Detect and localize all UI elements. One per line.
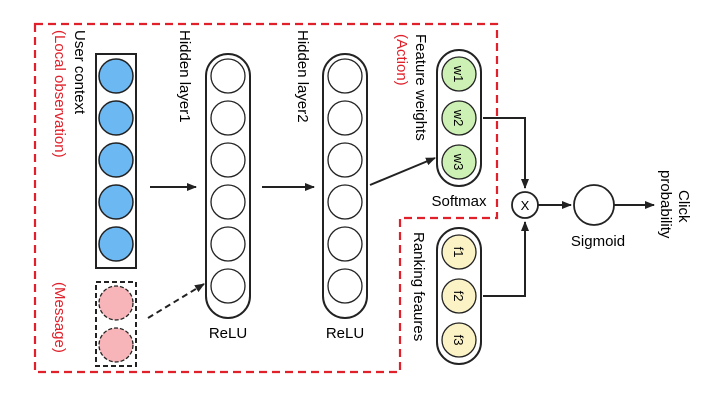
feature-node [441, 278, 477, 314]
feature-node [441, 234, 477, 270]
user-context-node [98, 58, 134, 94]
arrow-features-to-multiply [483, 221, 529, 297]
hidden1-node [210, 226, 246, 262]
message-stack [95, 281, 137, 367]
hidden1-node [210, 58, 246, 94]
message-label: (Message) [51, 282, 68, 353]
probability-label: probability [657, 170, 674, 239]
softmax-label: Softmax [431, 193, 487, 210]
sigmoid-label: Sigmoid [571, 233, 625, 250]
message-node [98, 285, 134, 321]
hidden1-node [210, 100, 246, 136]
weight-node [441, 144, 477, 180]
feature-label: f2 [451, 291, 466, 302]
hidden2-node [327, 100, 363, 136]
user-context-node [98, 184, 134, 220]
hidden2-node [327, 268, 363, 304]
hidden2-node [327, 142, 363, 178]
user-context-node [98, 226, 134, 262]
arrow-h2-to-weights [369, 157, 436, 186]
feature-weights-stack [436, 49, 482, 187]
multiply-symbol: X [521, 198, 530, 213]
hidden-layer1-stack [205, 53, 251, 319]
local-observation-label: (Local observation) [51, 30, 68, 158]
weight-node [441, 100, 477, 136]
arrow-weights-to-multiply [483, 117, 529, 189]
user-context-node [98, 100, 134, 136]
weight-node [441, 56, 477, 92]
weight-label: w2 [451, 109, 466, 127]
hidden1-node [210, 268, 246, 304]
action-label: (Action) [393, 34, 410, 86]
user-context-node [98, 142, 134, 178]
feature-weights-label: Feature weights [412, 34, 429, 141]
arrow-message-to-h1 [147, 283, 205, 319]
feature-label: f3 [451, 335, 466, 346]
weight-label: w1 [451, 65, 466, 83]
hidden2-node [327, 184, 363, 220]
weight-label: w3 [451, 153, 466, 171]
message-node [98, 327, 134, 363]
user-context-nodes [98, 58, 134, 262]
hidden-layer1-label: Hidden layer1 [176, 30, 193, 123]
hidden2-node [327, 58, 363, 94]
user-context-stack [95, 53, 137, 269]
ranking-features-stack [436, 227, 482, 365]
hidden1-node [210, 184, 246, 220]
click-label: Click [675, 190, 692, 223]
relu-label-2: ReLU [326, 325, 364, 342]
hidden2-node [327, 226, 363, 262]
user-context-label: User context [71, 30, 88, 115]
ranking-features-label: Ranking feaures [410, 232, 427, 341]
relu-label-1: ReLU [209, 325, 247, 342]
local-network-boundary [33, 22, 499, 374]
feature-label: f1 [451, 247, 466, 258]
sigmoid-node [573, 184, 615, 226]
hidden-layer2-nodes [327, 58, 363, 304]
hidden-layer1-nodes [210, 58, 246, 304]
hidden1-node [210, 142, 246, 178]
hidden-layer2-label: Hidden layer2 [294, 30, 311, 123]
feature-node [441, 322, 477, 358]
hidden-layer2-stack [322, 53, 368, 319]
